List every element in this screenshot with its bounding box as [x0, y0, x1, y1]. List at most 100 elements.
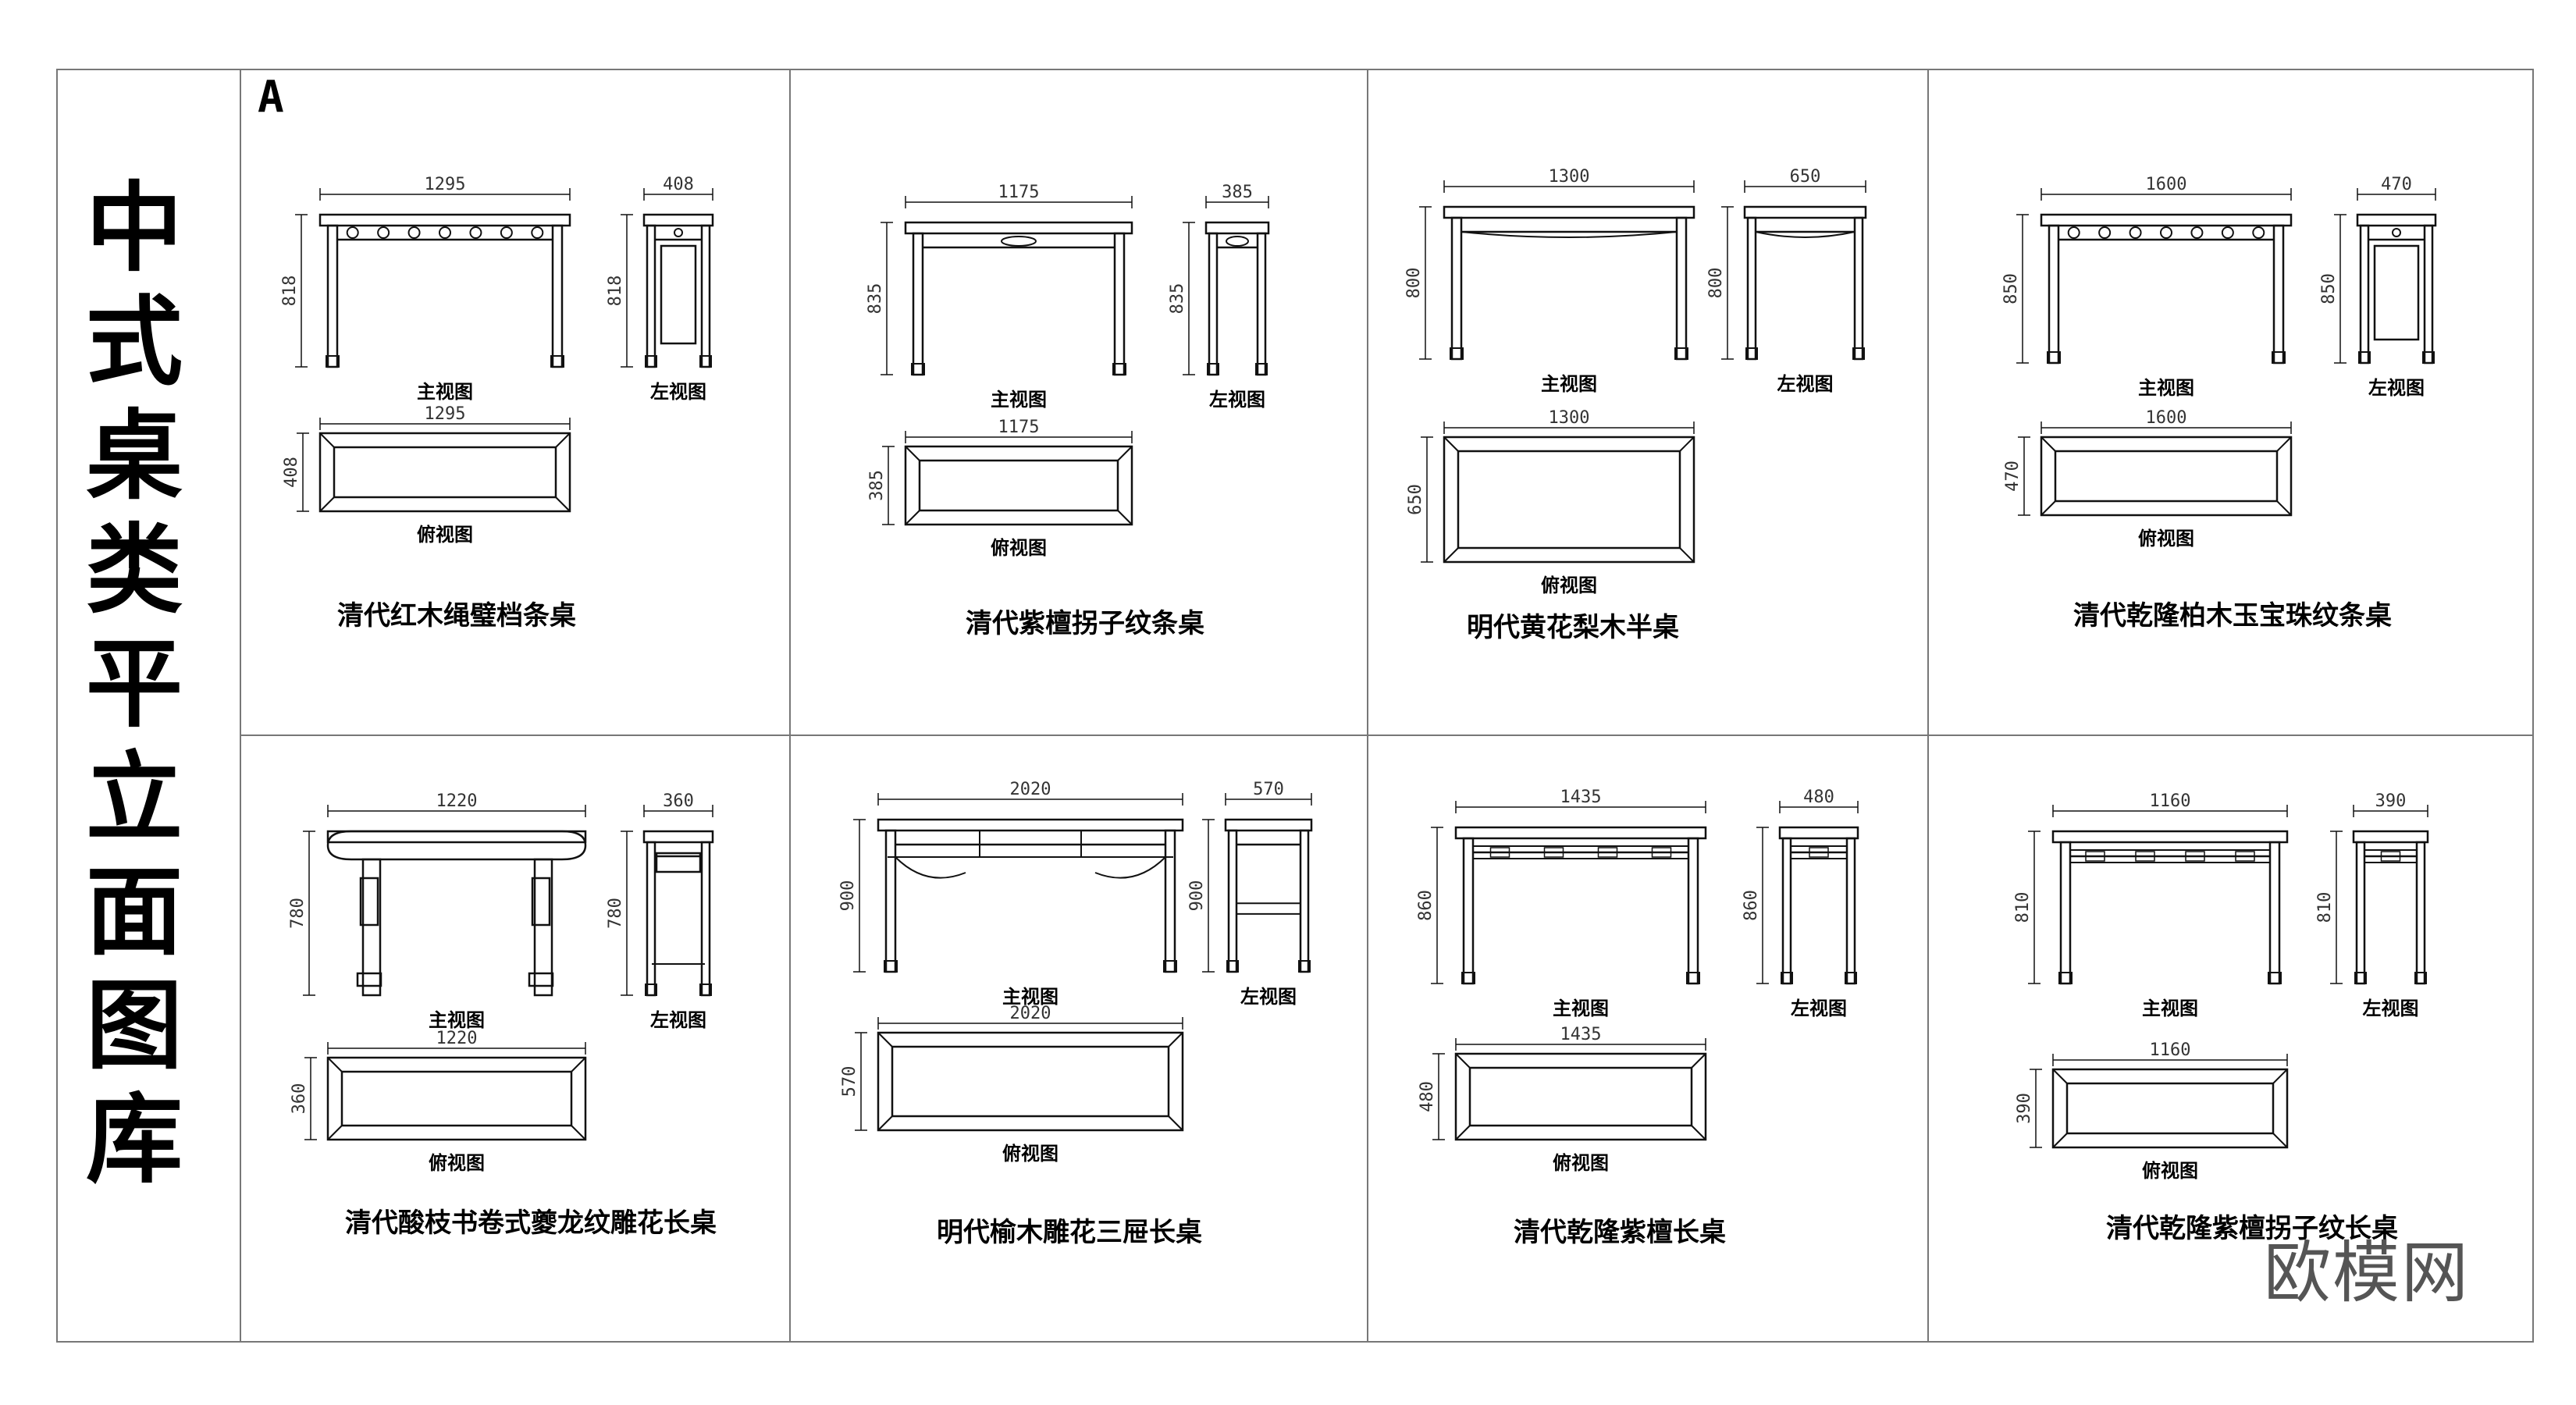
table-top — [1224, 818, 1313, 832]
table-top — [318, 213, 571, 227]
front-view-label: 主视图 — [1553, 998, 1609, 1019]
miter-line — [2272, 1133, 2288, 1148]
height-dimension: 390 — [2015, 1069, 2042, 1148]
table-leg — [361, 858, 382, 997]
top-outline — [326, 1056, 587, 1141]
leg-foot — [645, 984, 657, 996]
fret-panel — [1597, 847, 1618, 858]
top-outline — [2040, 436, 2293, 517]
width-dimension: 1300 — [1443, 167, 1695, 193]
table-name: 清代红木绳璧档条桌 — [337, 600, 576, 631]
leg-foot — [2058, 972, 2073, 984]
fret-panel — [2085, 851, 2105, 862]
width-dimension: 470 — [2357, 175, 2436, 201]
curved-apron — [1755, 231, 1856, 238]
left-view-drawing — [1778, 826, 1859, 985]
table-panel: 16008504708501600470主视图左视图俯视图清代乾隆柏木玉宝珠纹条… — [2001, 175, 2437, 631]
miter-line — [555, 496, 571, 512]
front-view-label: 主视图 — [429, 1009, 485, 1031]
top-inner-panel — [1457, 450, 1681, 550]
height-dimension: 360 — [290, 1057, 317, 1140]
width-dimension: 408 — [643, 175, 713, 201]
rope-ornament — [2098, 226, 2112, 239]
width-dimension: 1160 — [2052, 1040, 2288, 1066]
front-view-drawing — [2040, 213, 2293, 365]
left-view-drawing — [2356, 213, 2437, 365]
width-dimension: 1220 — [327, 791, 586, 817]
table-leg — [700, 841, 711, 997]
table-panel: 11758353858351175385主视图左视图俯视图清代紫檀拐子纹条桌 — [866, 183, 1270, 639]
dimension-value: 1600 — [2146, 408, 2187, 428]
height-dimension: 900 — [838, 819, 866, 973]
fret-band — [1790, 845, 1848, 859]
top-view-drawing — [1454, 1052, 1707, 1141]
front-view-drawing — [877, 818, 1184, 973]
table-panel: 20209005709002020570主视图左视图俯视图明代榆木雕花三屉长桌 — [838, 780, 1313, 1248]
leg-foot — [699, 984, 712, 996]
table-leg — [533, 858, 553, 997]
rope-ornament — [407, 226, 421, 239]
front-view-drawing — [1454, 826, 1707, 985]
table-top — [642, 830, 714, 844]
leg-foot — [1163, 960, 1177, 973]
dimension-value: 810 — [2315, 892, 2335, 923]
title-char: 中 — [85, 172, 183, 285]
title-char: 平 — [85, 628, 183, 741]
rope-ornament — [2067, 226, 2080, 239]
top-view-label: 俯视图 — [417, 524, 473, 546]
width-dimension: 1175 — [905, 418, 1133, 443]
leg-foot — [884, 960, 898, 973]
table-top — [877, 818, 1184, 832]
table-leg — [2415, 841, 2426, 985]
front-view-drawing — [318, 213, 571, 368]
table-leg — [1256, 232, 1267, 376]
miter-line — [327, 1057, 343, 1072]
dimension-value: 385 — [1222, 183, 1253, 202]
curved-apron — [1461, 231, 1678, 238]
carved-bracket — [359, 877, 379, 927]
table-top — [1443, 205, 1695, 219]
rope-ornament — [377, 226, 390, 239]
miter-line — [555, 432, 571, 448]
top-outline — [1454, 1052, 1707, 1141]
top-outline — [904, 445, 1133, 526]
side-panel — [660, 244, 697, 345]
miter-line — [2041, 500, 2056, 516]
leg-foot — [2422, 351, 2435, 364]
rope-ornament — [2190, 226, 2204, 239]
table-leg — [1845, 837, 1856, 985]
top-view-drawing — [318, 432, 571, 513]
width-dimension: 1160 — [2052, 791, 2288, 817]
top-view-drawing — [904, 445, 1133, 526]
miter-line — [1691, 1053, 1706, 1069]
width-dimension: 1295 — [319, 404, 571, 430]
table-top — [904, 221, 1133, 235]
leg-foot — [1298, 960, 1311, 973]
front-view-drawing — [2051, 830, 2289, 985]
front-view-drawing — [1443, 205, 1695, 361]
dimension-value: 2020 — [1010, 1004, 1051, 1023]
table-top — [1454, 826, 1707, 840]
top-inner-panel — [2065, 1082, 2275, 1135]
table-leg — [1113, 232, 1126, 376]
side-panel — [2373, 244, 2420, 341]
top-inner-panel — [340, 1070, 573, 1127]
dimension-value: 360 — [663, 791, 694, 811]
miter-line — [319, 432, 335, 448]
dimension-value: 390 — [2375, 791, 2407, 811]
title-char: 立 — [85, 742, 183, 855]
dimension-value: 1600 — [2146, 175, 2187, 194]
front-view-label: 主视图 — [1541, 373, 1597, 395]
table-leg — [646, 841, 656, 997]
dimension-value: 818 — [606, 276, 625, 307]
table-top — [1743, 205, 1867, 219]
dimension-value: 650 — [1406, 484, 1425, 515]
leg-foot — [2047, 351, 2061, 364]
dimension-value: 1300 — [1549, 167, 1590, 187]
width-dimension: 1175 — [905, 183, 1133, 208]
miter-line — [2052, 1133, 2068, 1148]
miter-line — [2276, 436, 2292, 452]
fret-band — [2364, 849, 2418, 863]
leg-foot — [1686, 972, 1700, 984]
